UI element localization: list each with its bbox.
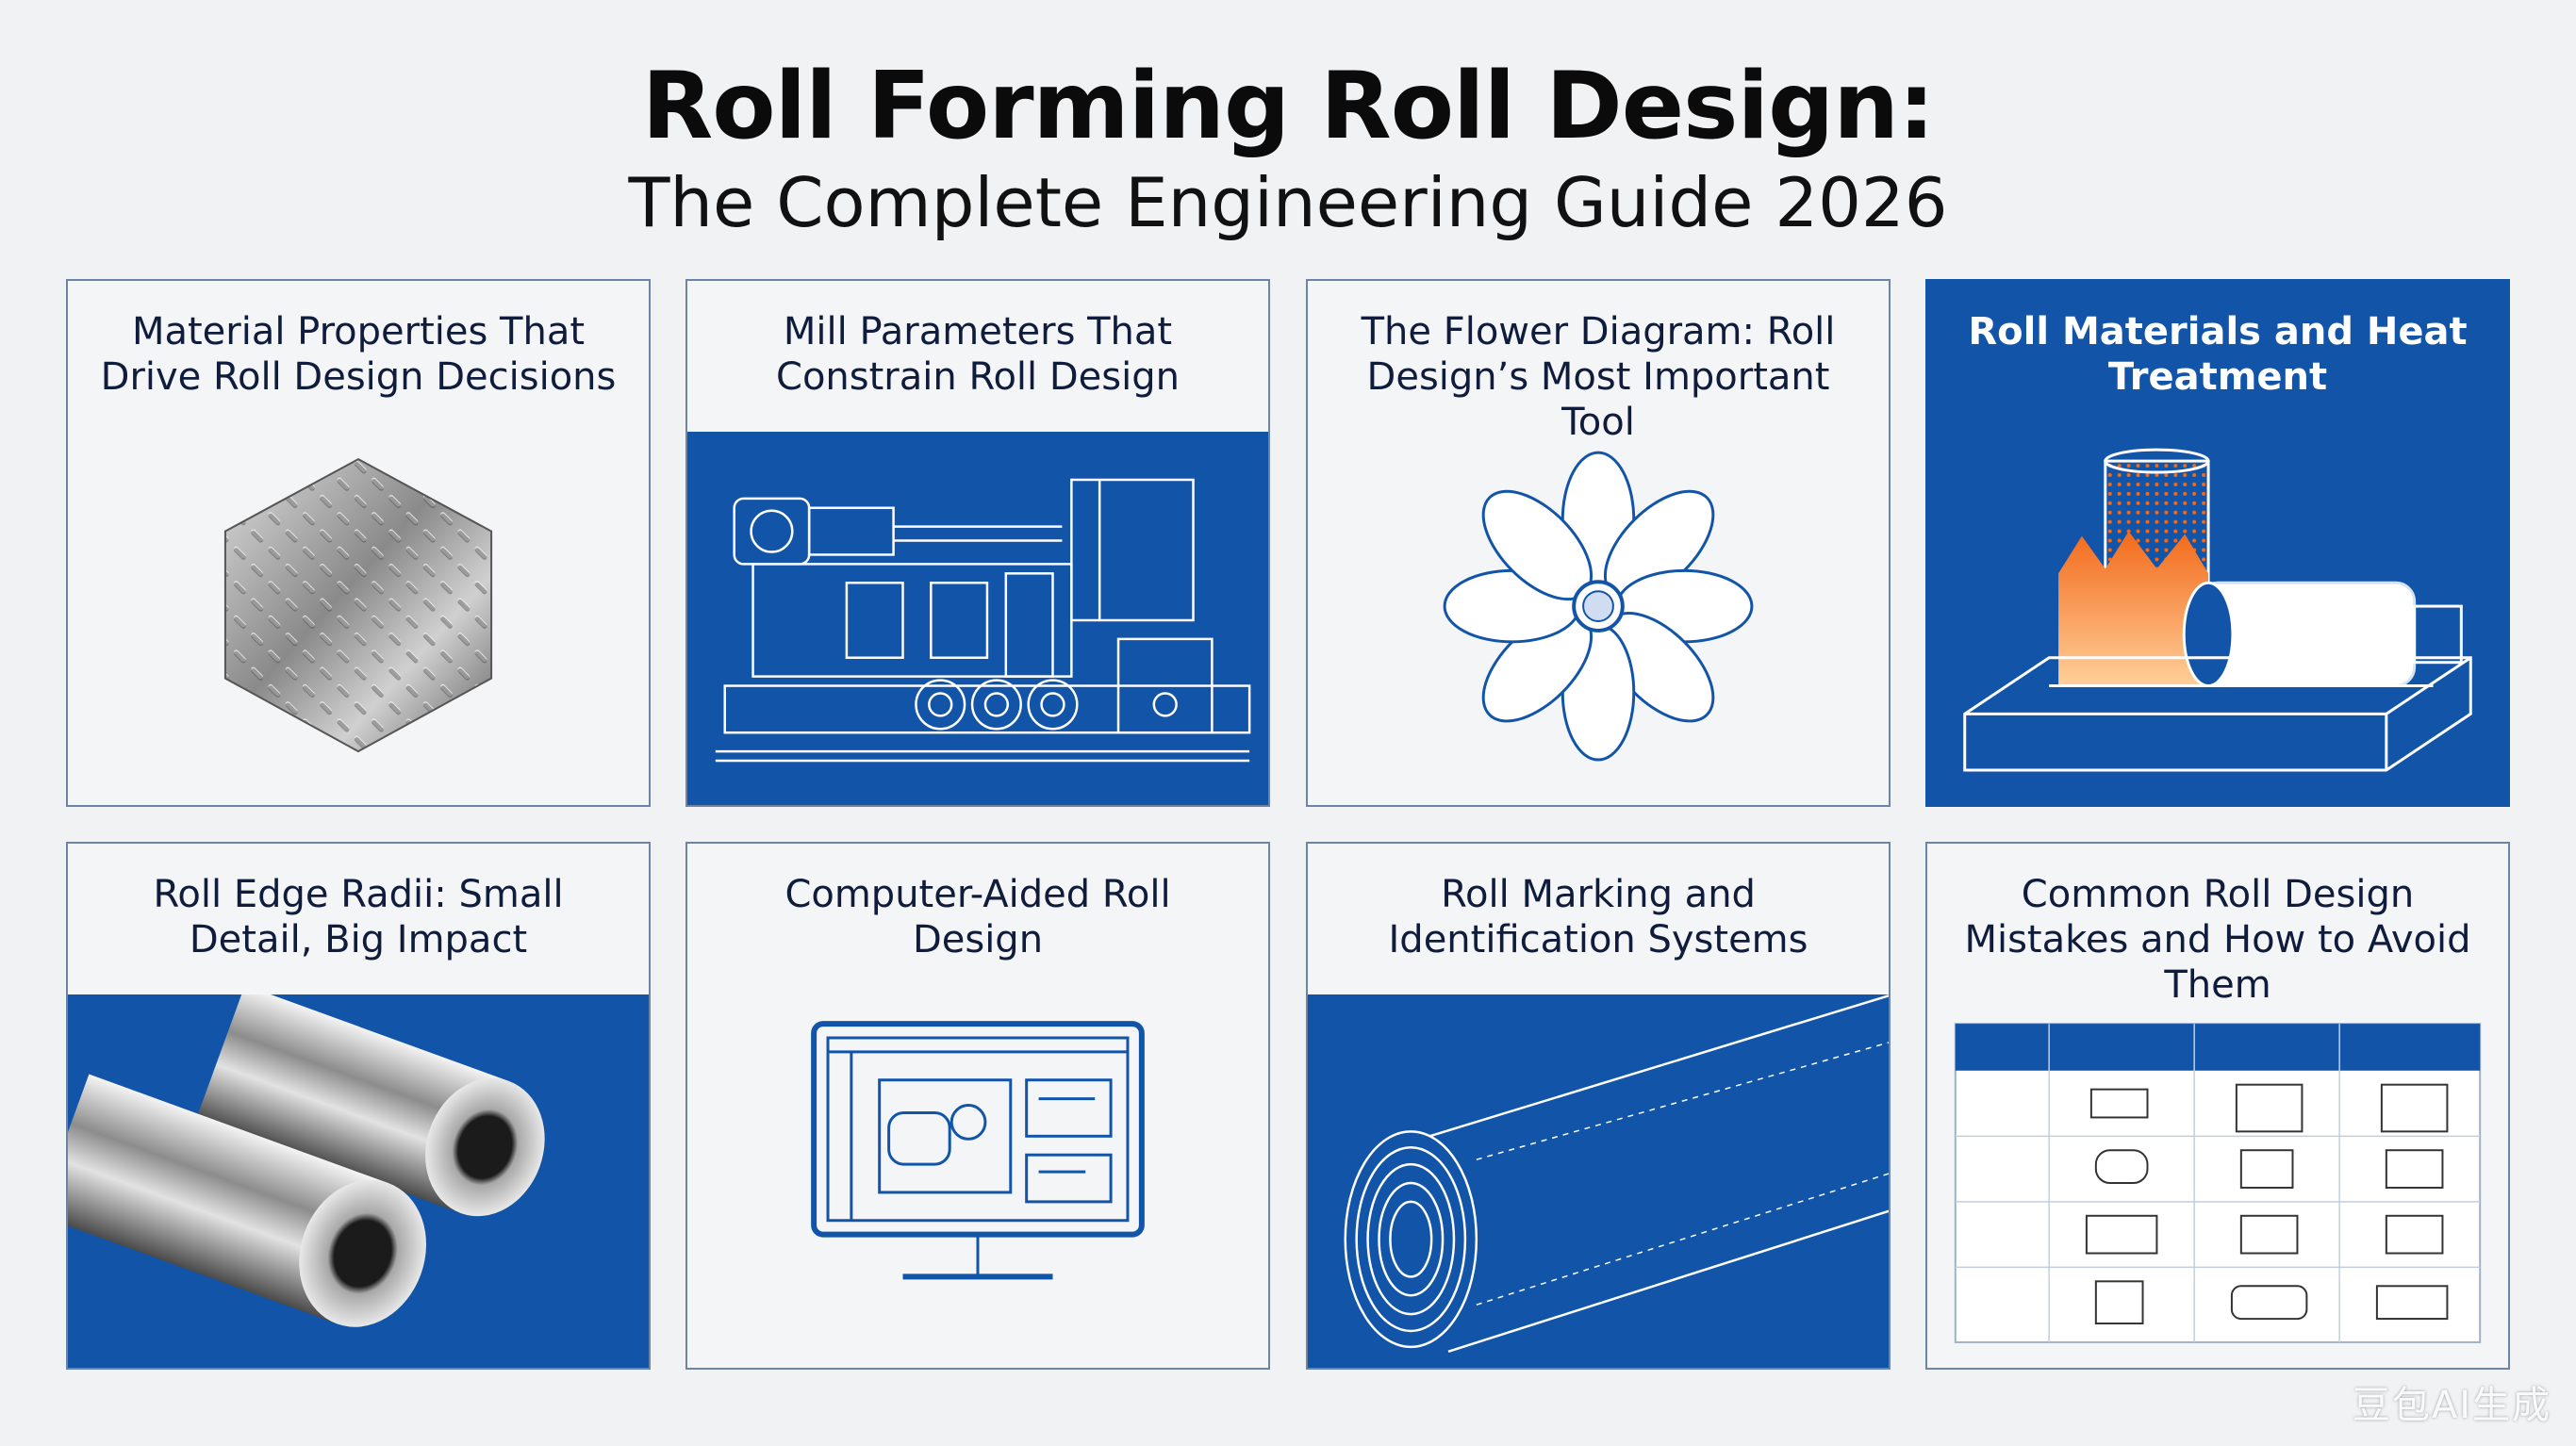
card-label: Computer-Aided Roll Design bbox=[784, 873, 1171, 961]
roll-cylinder-icon bbox=[1308, 994, 1889, 1368]
page-subtitle: The Complete Engineering Guide 2026 bbox=[628, 162, 1948, 242]
watermark: 豆包AI生成 bbox=[2352, 1384, 2551, 1427]
diamond-plate-icon bbox=[68, 432, 649, 805]
cad-monitor-icon bbox=[687, 994, 1268, 1368]
card-label: Mill Parameters That Constrain Roll Desi… bbox=[776, 310, 1180, 399]
card-roll-materials[interactable]: Roll Materials and Heat Treatment bbox=[1925, 279, 2510, 807]
card-material-properties[interactable]: Material Properties That Drive Roll Desi… bbox=[66, 279, 651, 807]
steel-rolls-icon bbox=[68, 994, 649, 1368]
page-header: Roll Forming Roll Design: The Complete E… bbox=[0, 53, 2576, 242]
card-flower-diagram[interactable]: The Flower Diagram: Roll Design’s Most I… bbox=[1306, 279, 1891, 807]
card-label: Roll Materials and Heat Treatment bbox=[1968, 310, 2468, 399]
card-mill-parameters[interactable]: Mill Parameters That Constrain Roll Desi… bbox=[685, 279, 1270, 807]
card-label: Roll Marking and Identification Systems bbox=[1388, 873, 1808, 961]
card-roll-marking[interactable]: Roll Marking and Identification Systems bbox=[1306, 842, 1891, 1370]
mill-blueprint-icon bbox=[687, 432, 1268, 805]
card-label: Common Roll Design Mistakes and How to A… bbox=[1964, 873, 2471, 1007]
page-title: Roll Forming Roll Design: bbox=[641, 53, 1935, 160]
flower-diagram-icon bbox=[1308, 432, 1889, 805]
card-label: Material Properties That Drive Roll Desi… bbox=[100, 310, 617, 399]
card-edge-radii[interactable]: Roll Edge Radii: Small Detail, Big Impac… bbox=[66, 842, 651, 1370]
card-common-mistakes[interactable]: Common Roll Design Mistakes and How to A… bbox=[1925, 842, 2510, 1370]
card-label: The Flower Diagram: Roll Design’s Most I… bbox=[1361, 310, 1836, 444]
card-computer-aided[interactable]: Computer-Aided Roll Design bbox=[685, 842, 1270, 1370]
card-label: Roll Edge Radii: Small Detail, Big Impac… bbox=[153, 873, 564, 961]
heat-treatment-icon bbox=[1927, 432, 2508, 805]
mistakes-table-icon bbox=[1927, 994, 2508, 1368]
topic-grid: Material Properties That Drive Roll Desi… bbox=[66, 279, 2510, 1372]
